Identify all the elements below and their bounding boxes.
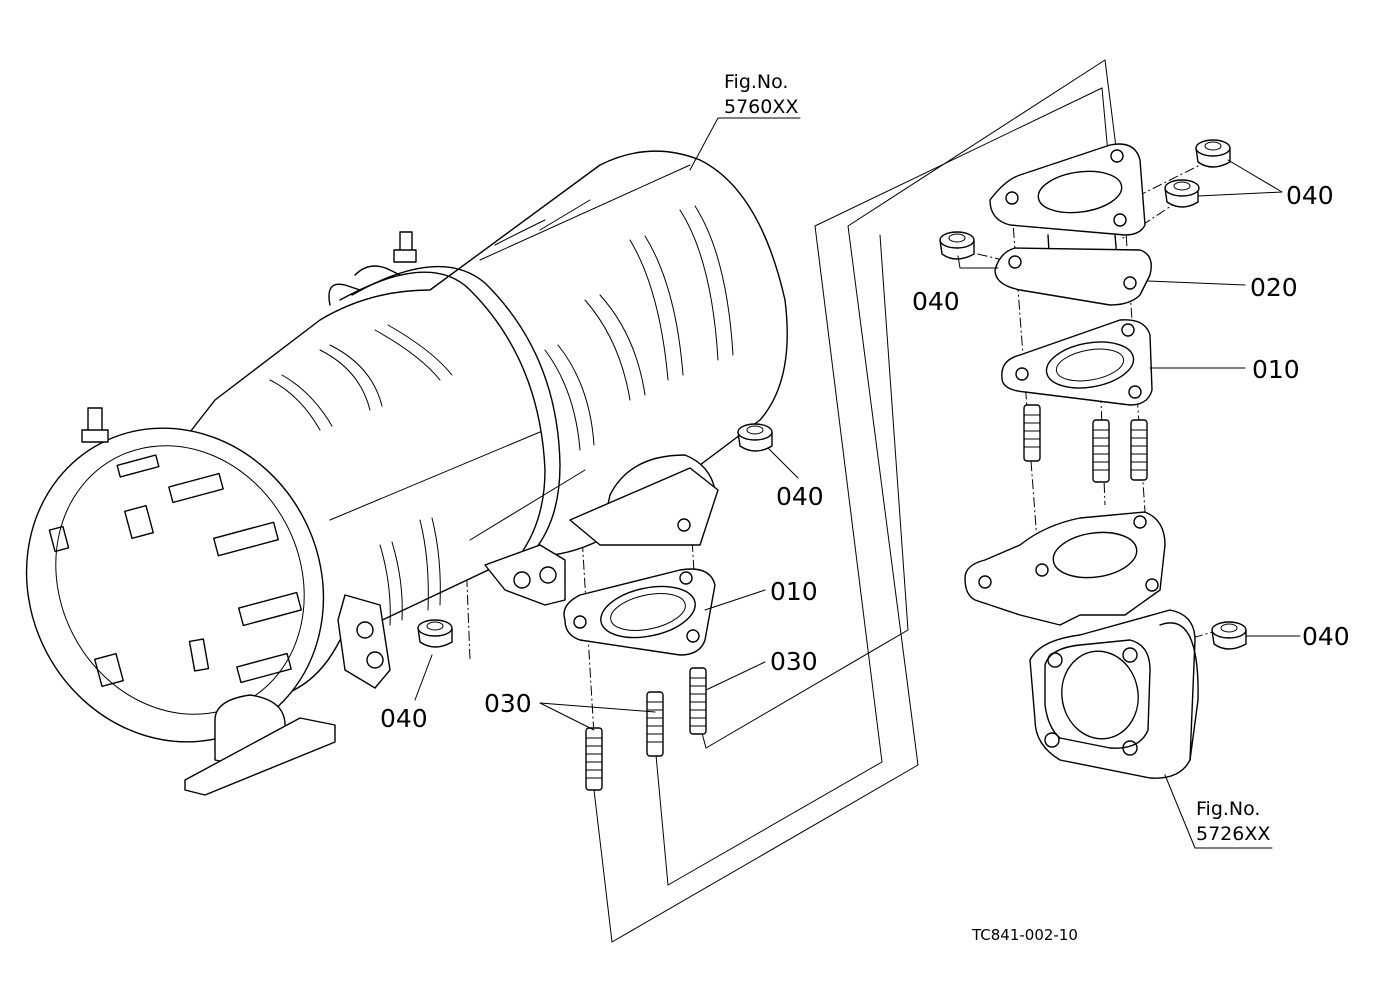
- nut-040-left: [417, 619, 453, 648]
- callout-040-left: 040: [380, 704, 428, 733]
- figure-reference-bottom[interactable]: Fig.No. 5726XX: [1196, 798, 1270, 845]
- fig-ref-top-line1: Fig.No.: [724, 71, 788, 93]
- callout-040-right-bottom: 040: [1302, 622, 1350, 651]
- flange-020: [989, 143, 1152, 306]
- heat-shield-slots: [269, 199, 734, 626]
- stud-left-center: [585, 727, 603, 791]
- callout-040-center: 040: [776, 482, 824, 511]
- gasket-010-center: [563, 568, 716, 656]
- stud-middle-center: [646, 691, 664, 757]
- gasket-010-right: [1001, 319, 1153, 406]
- stud-right-1: [1023, 404, 1041, 462]
- drawing-code: TC841-002-10: [971, 926, 1078, 944]
- callout-040-right-top: 040: [1286, 181, 1334, 210]
- exhaust-manifold: [964, 511, 1199, 779]
- stud-right-2: [1092, 419, 1110, 483]
- callout-020: 020: [1250, 273, 1298, 302]
- callout-040-right-left: 040: [912, 287, 960, 316]
- dpf-muffler-assembly: [25, 150, 788, 796]
- callout-010-center: 010: [770, 577, 818, 606]
- nut-040-right-left: [939, 231, 975, 260]
- stud-right-3: [1130, 419, 1148, 481]
- fig-ref-bottom-line1: Fig.No.: [1196, 798, 1260, 820]
- nut-040-right-top-1: [1195, 139, 1231, 168]
- stud-right-center: [689, 667, 707, 735]
- figure-reference-top[interactable]: Fig.No. 5760XX: [724, 71, 798, 118]
- callout-010-right: 010: [1252, 355, 1300, 384]
- nut-040-right-bottom: [1211, 621, 1247, 650]
- callout-030-left: 030: [484, 689, 532, 718]
- fig-ref-bottom-line2: 5726XX: [1196, 823, 1270, 845]
- callout-030-right: 030: [770, 647, 818, 676]
- fig-ref-top-line2: 5760XX: [724, 96, 798, 118]
- end-cap-vents: [48, 454, 303, 688]
- leader-lines: [414, 117, 1301, 849]
- nut-040-center: [737, 423, 773, 452]
- nut-040-right-top-2: [1164, 179, 1200, 208]
- studs-right: [1023, 404, 1148, 483]
- studs-030: [585, 667, 707, 791]
